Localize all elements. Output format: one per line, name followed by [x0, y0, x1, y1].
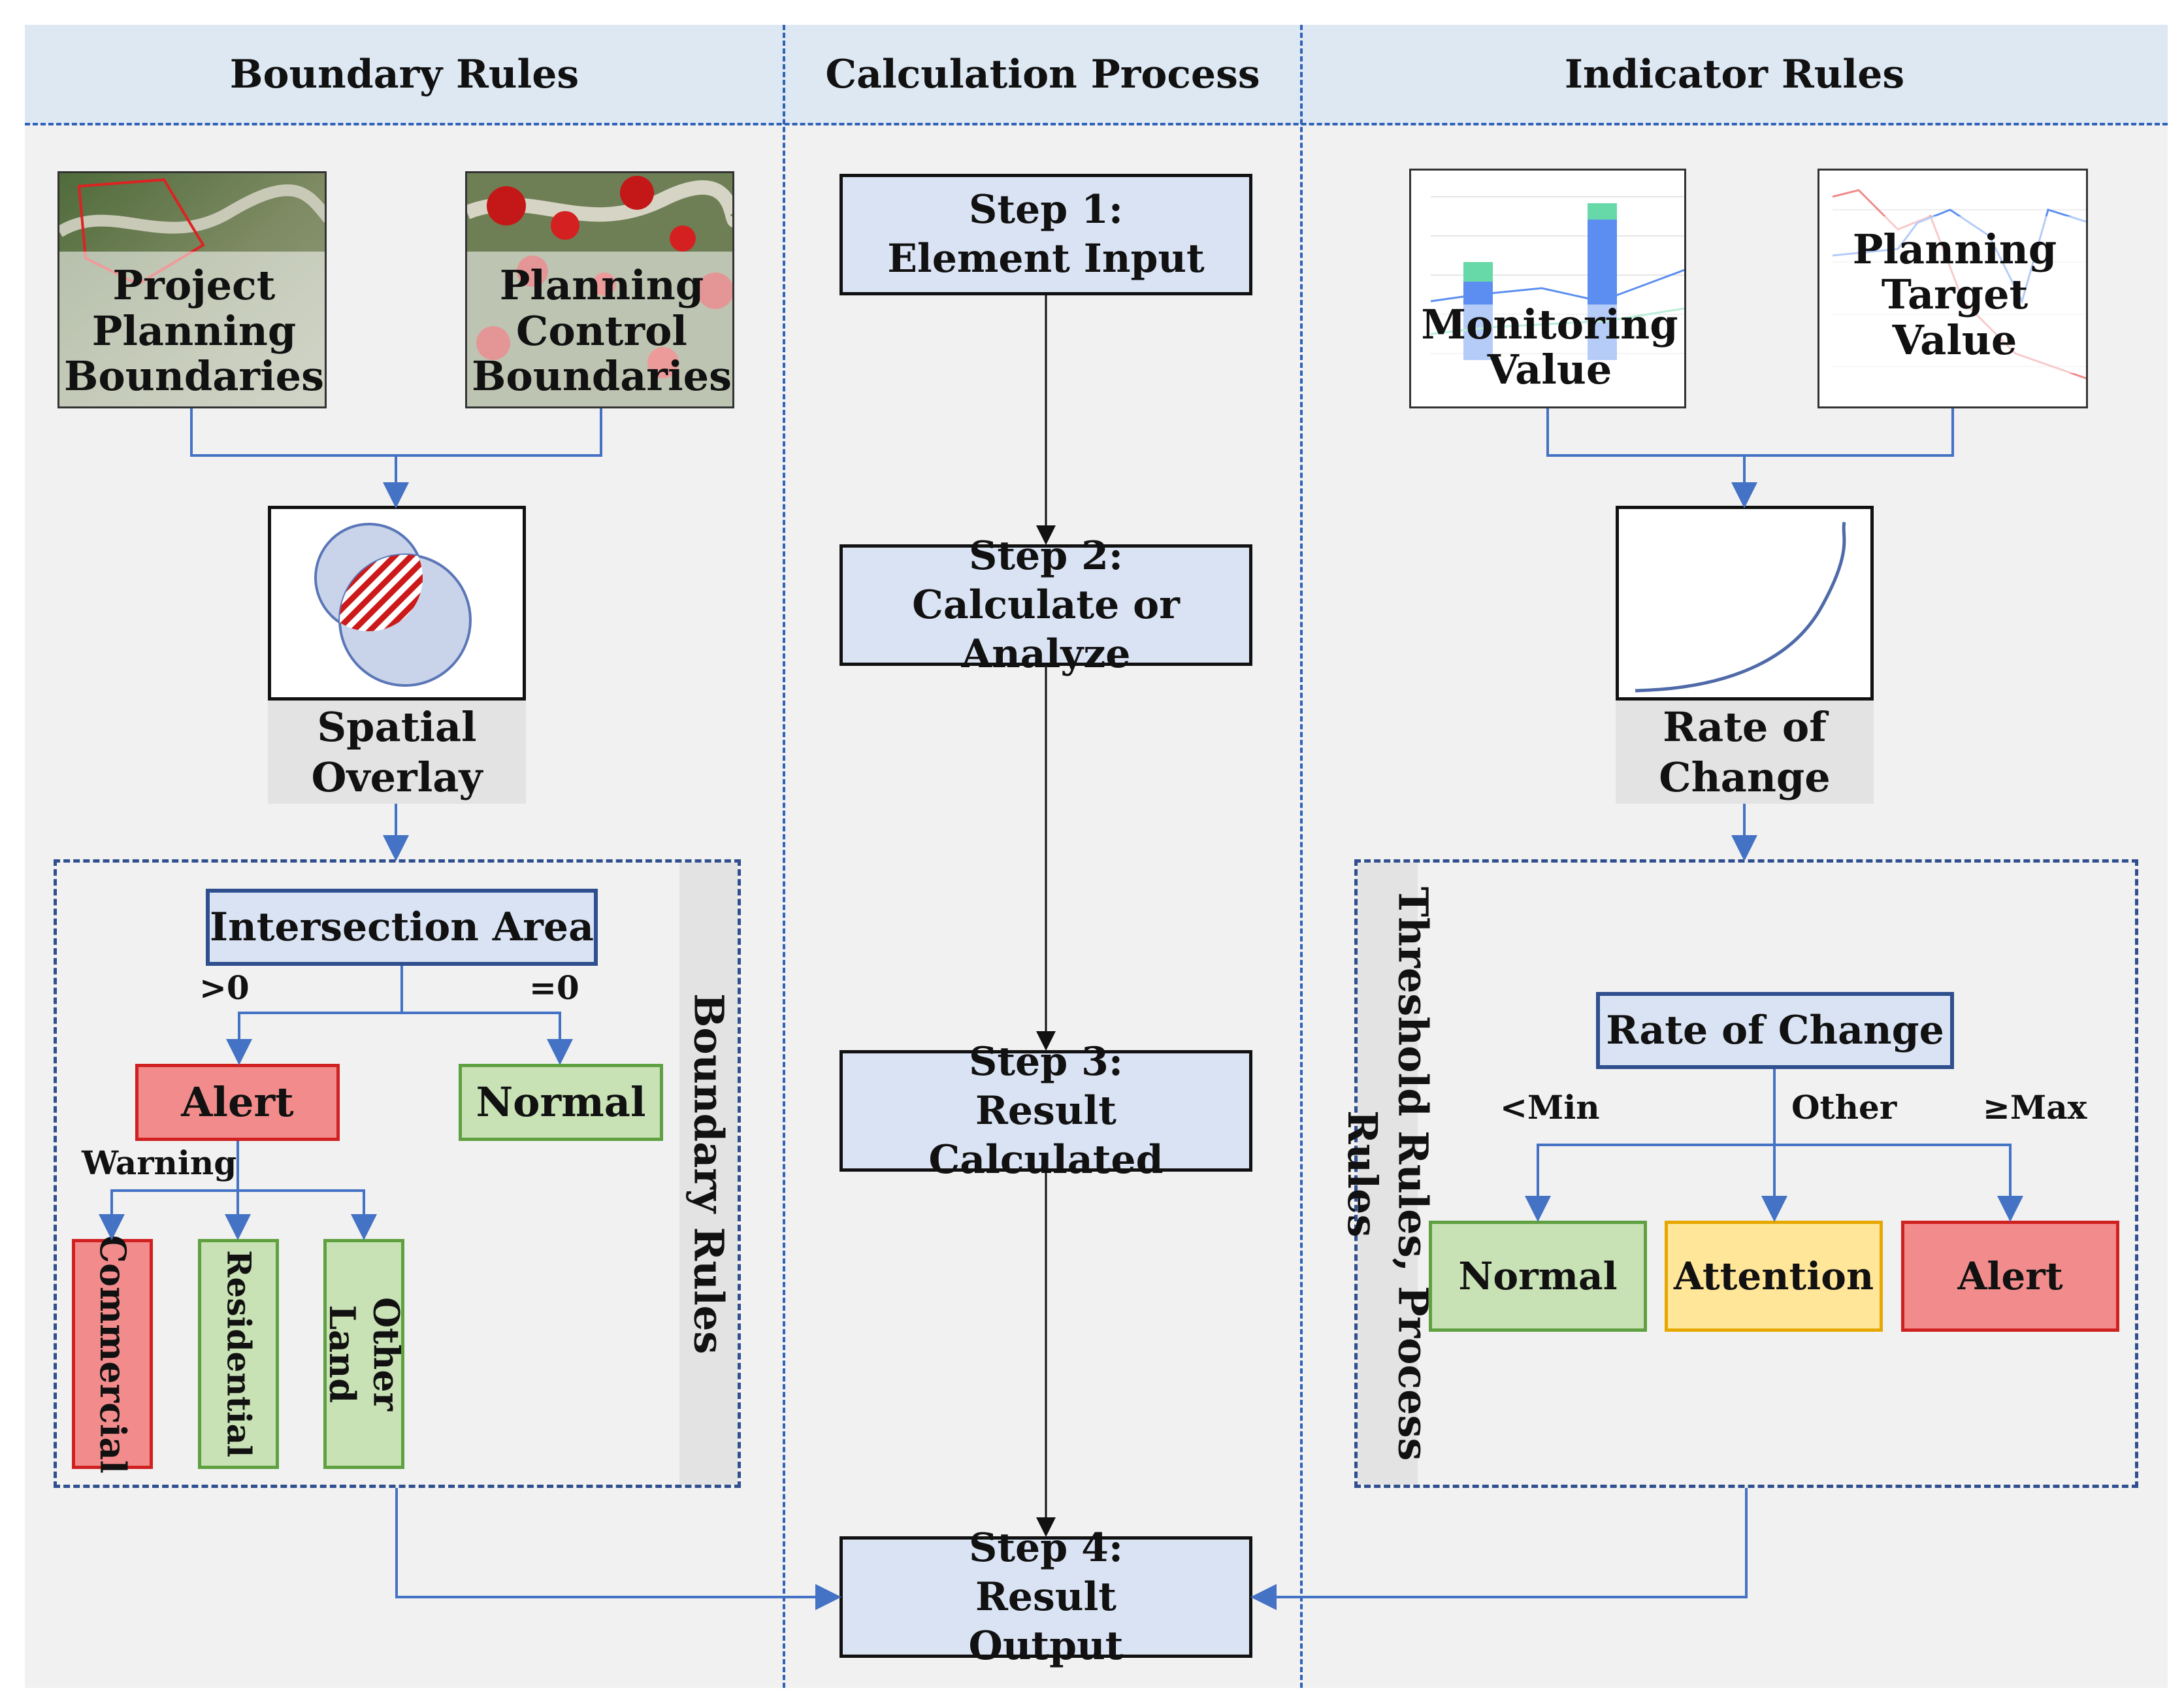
- step-1-node: Step 1: Element Input: [839, 174, 1252, 295]
- greater-than-zero-label: >0: [199, 968, 250, 1007]
- step-3-node: Step 3: Result Calculated: [839, 1039, 1252, 1183]
- intersection-area-node: Intersection Area: [206, 889, 598, 966]
- category-commercial-node: Commercial: [72, 1235, 153, 1474]
- control-boundaries-map-image: Planning Control Boundaries: [465, 171, 734, 408]
- header-indicator-rules: Indicator Rules: [1564, 52, 1905, 97]
- category-other-land-node: Other Land: [321, 1239, 408, 1469]
- equals-zero-label: =0: [529, 968, 579, 1007]
- step-2-node: Step 2: Calculate or Analyze: [839, 533, 1252, 677]
- category-residential-node: Residential: [198, 1239, 279, 1469]
- project-boundaries-map-image: Project Planning Boundaries: [57, 171, 327, 408]
- project-boundaries-label: Project Planning Boundaries: [63, 261, 324, 401]
- monitoring-value-chart-image: Monitoring Value: [1409, 169, 1686, 408]
- boundary-normal-node: Normal: [459, 1064, 663, 1141]
- other-label: Other: [1791, 1088, 1897, 1127]
- header-divider: [25, 123, 2168, 125]
- target-value-label: Planning Target Value: [1819, 216, 2086, 373]
- indicator-normal-node: Normal: [1429, 1221, 1647, 1332]
- target-value-chart-image: Planning Target Value: [1817, 169, 2088, 408]
- rate-of-change-curve-icon: [1616, 506, 1874, 701]
- indicator-alert-node: Alert: [1901, 1221, 2119, 1332]
- header-boundary-rules: Boundary Rules: [229, 52, 579, 97]
- warning-label: Warning: [82, 1144, 237, 1182]
- greater-or-equal-max-label: ≥Max: [1983, 1088, 2087, 1127]
- rate-of-change-node: Rate of Change: [1596, 992, 1954, 1069]
- column-divider-left: [783, 25, 785, 1688]
- boundary-alert-node: Alert: [135, 1064, 340, 1141]
- rate-of-change-label: Rate of Change: [1616, 701, 1874, 804]
- control-boundaries-label: Planning Control Boundaries: [471, 261, 732, 401]
- monitoring-value-label: Monitoring Value: [1411, 301, 1684, 392]
- column-divider-right: [1300, 25, 1303, 1688]
- boundary-rules-side-label: Boundary Rules: [679, 863, 738, 1485]
- spatial-overlay-icon: [268, 506, 526, 701]
- indicator-attention-node: Attention: [1665, 1221, 1883, 1332]
- spatial-overlay-label: Spatial Overlay: [268, 701, 526, 804]
- header-calculation-process: Calculation Process: [825, 52, 1260, 97]
- header-bar: [25, 25, 2168, 124]
- less-than-min-label: <Min: [1500, 1088, 1600, 1127]
- step-4-node: Step 4: Result Output: [839, 1525, 1252, 1669]
